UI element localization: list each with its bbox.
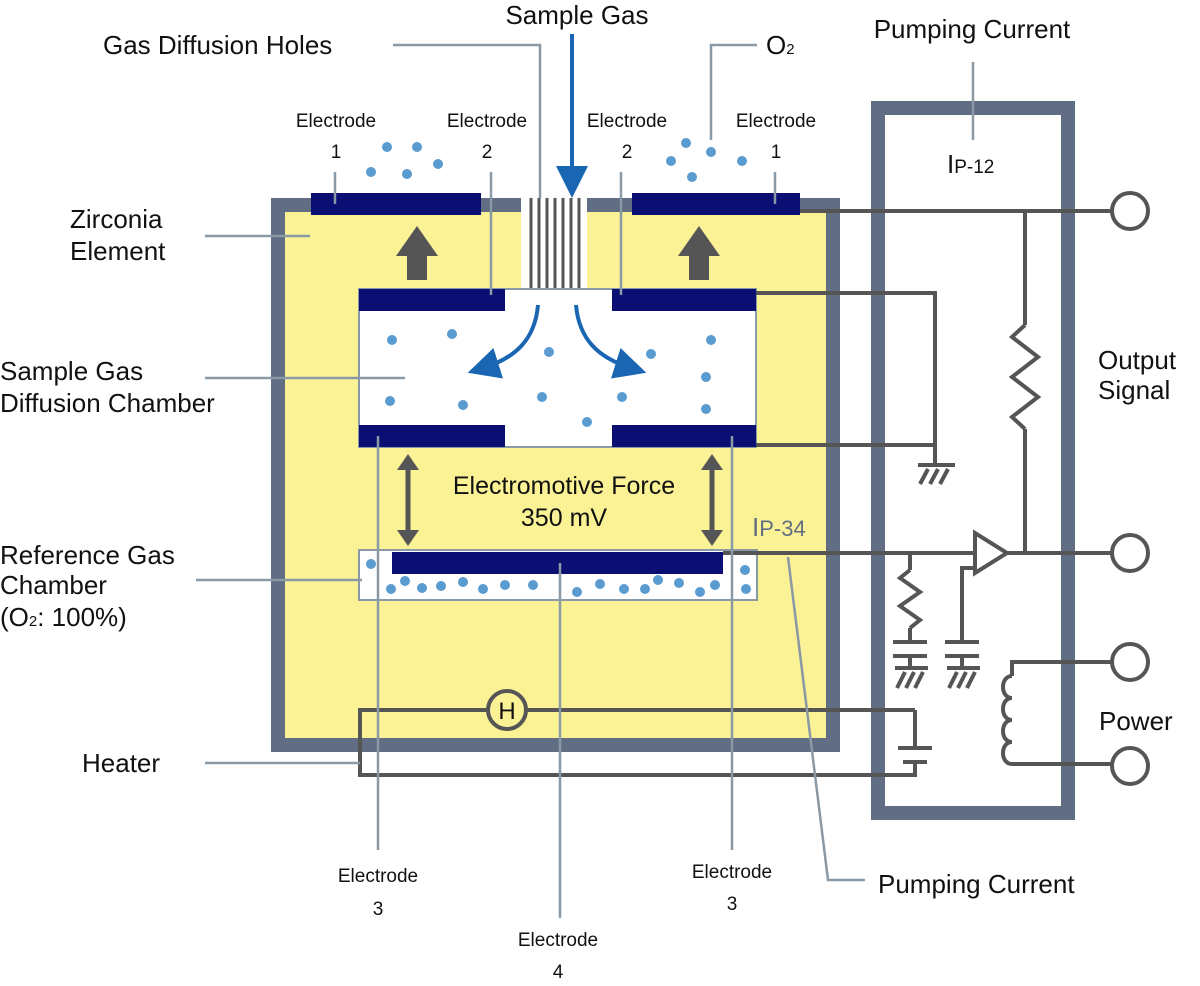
electrode-3-left [359,425,505,447]
power-terminal-bottom [1110,746,1150,786]
flow-arrow-left [467,304,540,379]
amplifier-symbol [973,529,1011,577]
electrode-2-right-name: Electrode [587,111,667,132]
diffusion-chamber [358,288,757,448]
power-terminal-top [1110,642,1150,682]
pumping-current-top-label: Pumping Current [874,14,1071,44]
electrode-4-name: Electrode [518,930,598,951]
heater-label: Heater [82,748,160,778]
electrode-4 [392,552,723,574]
electrode-2-left-num: 2 [482,142,493,163]
emf-arrow-left [397,454,419,546]
pumping-current-bottom-label: Pumping Current [878,869,1075,899]
electrode-1-right [632,193,800,215]
electrode-2-right [612,289,756,311]
output-terminal-bottom [1110,533,1150,573]
ip12-label: IP-12 [947,149,994,179]
output-label-line1: Output [1098,345,1177,375]
electrode-1-right-num: 1 [771,142,782,163]
svg-text:H: H [498,698,515,725]
electrode-1-left-name: Electrode [296,111,376,132]
electrode-1-left-num: 1 [331,142,342,163]
electrode-3-right [612,425,756,447]
power-label: Power [1099,706,1173,736]
electrode-2-left [359,289,505,311]
emf-label-line1: Electromotive Force [453,472,675,500]
electrode-3-right-name: Electrode [692,862,772,883]
electrode-1-right-name: Electrode [736,111,816,132]
pump-arrow-left [396,226,438,280]
electrode-2-right-num: 2 [622,142,633,163]
electrode-3-left-num: 3 [373,899,384,920]
reference-label-line3: (O2: 100%) [0,602,127,632]
electrode-2-left-name: Electrode [447,111,527,132]
leader-lines [196,43,975,918]
circuit-wiring [358,191,1150,786]
o2-label: O2 [766,30,795,60]
output-terminal-top [1110,191,1150,231]
flow-arrow-right [574,304,647,379]
electrode-3-left-name: Electrode [338,866,418,887]
control-box [871,101,1075,820]
zirconia-label-line2: Element [70,236,166,266]
electrode-3-right-num: 3 [727,894,738,915]
oxygen-molecules [366,138,751,597]
pump-arrow-right [678,226,720,280]
output-label-line2: Signal [1098,375,1170,405]
zirconia-label-line1: Zirconia [70,204,163,234]
gas-diffusion-holes [529,198,581,290]
sample-gas-label: Sample Gas [505,0,648,30]
reference-label-line2: Chamber [0,570,107,600]
emf-arrow-right [701,454,723,546]
electrode-1-left [311,193,481,215]
emf-label-line2: 350 mV [521,504,607,532]
heater-symbol: H [486,689,528,731]
reference-label-line1: Reference Gas [0,540,175,570]
ip34-label: IP-34 [752,512,806,542]
chamber-label-line1: Sample Gas [0,356,143,386]
chamber-label-line2: Diffusion Chamber [0,388,215,418]
electrode-4-num: 4 [553,962,564,983]
gas-diffusion-holes-label: Gas Diffusion Holes [103,30,332,60]
